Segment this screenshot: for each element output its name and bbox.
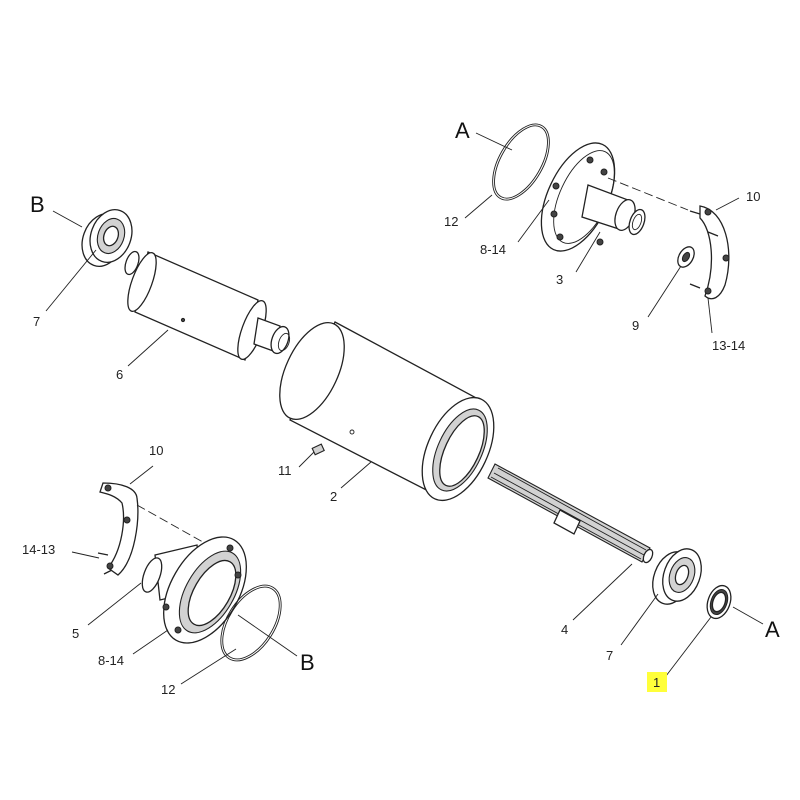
part-5-bottom-flange-shaft [141,536,247,644]
callout-9: 9 [632,318,639,333]
callout-6: 6 [116,367,123,382]
callout-8-14-bottom: 8-14 [98,653,124,668]
part-9-washer [677,246,695,268]
callout-1: 1 [653,675,660,690]
callout-4: 4 [561,622,568,637]
part-3-top-flange-shaft [540,142,646,252]
callout-11: 11 [278,463,292,478]
part-12-bottom-gasket [220,584,282,662]
callout-5: 5 [72,626,79,641]
part-10-bottom-retainer [97,482,139,576]
letter-a-bottom: A [765,617,780,642]
callout-13-14: 13-14 [712,338,745,353]
letter-b-bottom: B [300,650,315,675]
part-1-highlight [647,672,667,692]
part-4-splined-shaft [487,463,654,564]
letter-a-top: A [455,118,470,143]
callout-7-left: 7 [33,314,40,329]
part-10-top-retainer [689,205,730,300]
part-1-seal-ring [706,584,732,620]
part-12-top-gasket [492,123,550,201]
part-6-motor-housing [124,250,291,361]
callout-3: 3 [556,272,563,287]
callout-10-top: 10 [746,189,760,204]
part-7-left-bearing [81,209,133,267]
leader-lines [45,132,764,685]
callout-7-right: 7 [606,648,613,663]
letter-b-left: B [30,192,45,217]
callout-14-13: 14-13 [22,542,55,557]
part-11-bolt [311,443,325,456]
callout-2: 2 [330,489,337,504]
callout-12-bottom: 12 [161,682,175,697]
callout-10-left: 10 [149,443,163,458]
part-2-drum-shell [279,321,495,502]
callout-12-top: 12 [444,214,458,229]
part-7-right-bearing [652,548,702,605]
callout-8-14-top: 8-14 [480,242,506,257]
callout-labels: A A B B 12 8-14 3 10 9 13-14 7 6 11 2 10… [22,118,780,697]
